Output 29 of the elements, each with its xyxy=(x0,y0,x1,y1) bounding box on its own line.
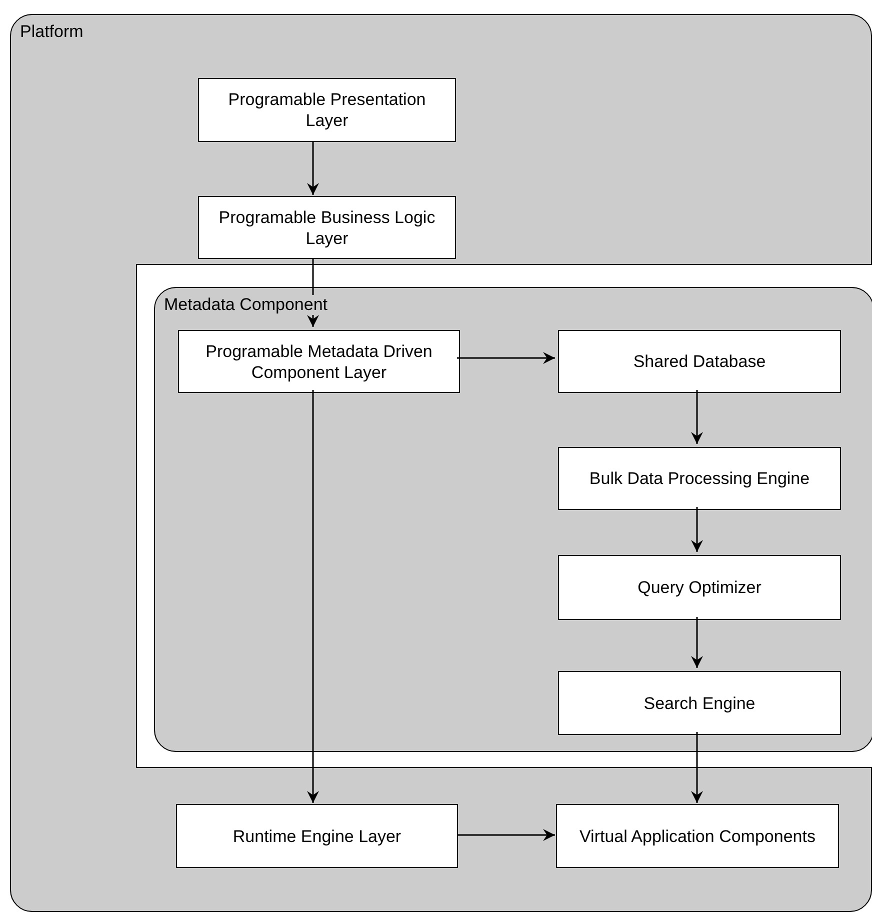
arrow xyxy=(457,829,555,841)
box-label: Runtime Engine Layer xyxy=(232,826,402,846)
box-label: Search Engine xyxy=(644,692,756,714)
process-box xyxy=(558,671,841,735)
box-label: Bulk Data Processing Engine xyxy=(589,468,810,489)
arrow xyxy=(691,390,703,444)
process-box xyxy=(558,447,841,510)
process-box xyxy=(558,330,841,393)
box-label: Shared Database xyxy=(633,351,766,372)
process-box xyxy=(198,78,456,142)
process-box xyxy=(176,804,458,868)
group-container xyxy=(10,14,872,912)
process-box xyxy=(198,196,456,259)
arrow xyxy=(691,617,703,668)
arrow xyxy=(307,258,319,327)
box-label: Programable Presentation Layer xyxy=(227,89,427,131)
process-box xyxy=(558,555,841,620)
arrow xyxy=(691,507,703,552)
arrow xyxy=(457,352,555,364)
process-box xyxy=(556,804,839,868)
group-label: Metadata Component xyxy=(162,295,330,315)
arrow xyxy=(691,732,703,803)
box-label: Programable Metadata Driven Component Layer xyxy=(204,340,434,382)
box-label: Virtual Application Components xyxy=(580,826,816,846)
process-box xyxy=(178,330,460,393)
box-label: Query Optimizer xyxy=(638,577,762,598)
box-label: Programable Business Logic Layer xyxy=(218,206,436,248)
arrow xyxy=(307,141,319,195)
arrow xyxy=(307,390,319,803)
